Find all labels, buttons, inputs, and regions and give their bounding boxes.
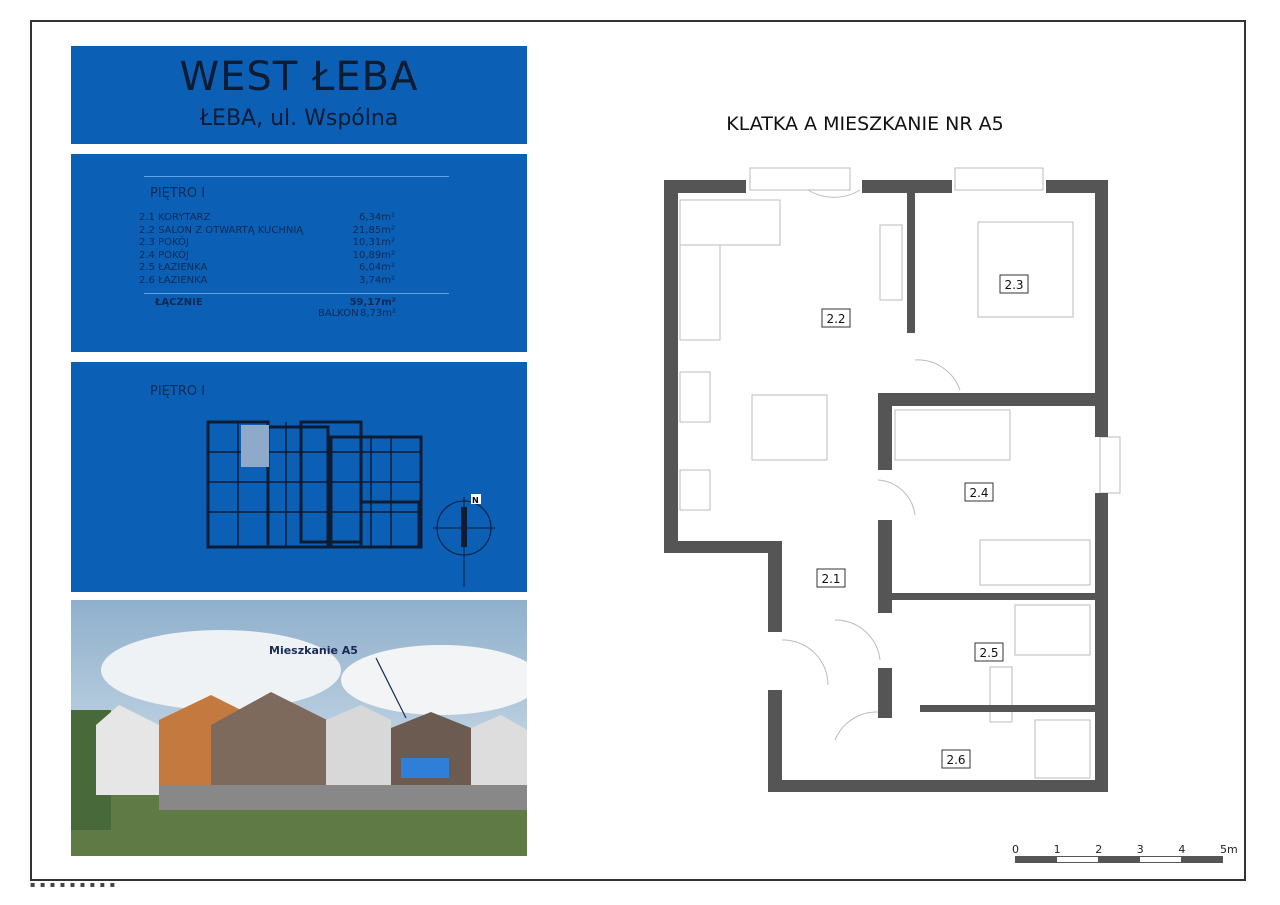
apartment-highlight: [241, 425, 269, 467]
room-name: 2.3 POKÓJ: [139, 237, 189, 248]
scale-tick: 4: [1178, 843, 1186, 856]
project-title-panel: WEST ŁEBA ŁEBA, ul. Wspólna: [71, 46, 527, 144]
project-title: WEST ŁEBA: [179, 54, 419, 100]
total-label: ŁĄCZNIE: [155, 297, 203, 308]
room-area: 10,31m²: [352, 237, 395, 248]
scale-tick: 1: [1053, 843, 1061, 856]
area-table: PIĘTRO I 2.1 KORYTARZ 6,34m² 2.2 SALON Z O…: [71, 154, 527, 352]
total-value: 59,17m²: [349, 297, 396, 308]
area-row: 2.4 POKÓJ 10,89m²: [139, 250, 395, 263]
area-row: 2.2 SALON Z OTWARTĄ KUCHNIĄ 21,85m²: [139, 225, 395, 238]
room-area: 6,34m²: [358, 212, 395, 223]
north-arrow-icon: [433, 494, 495, 587]
balcony-label: BALKON: [318, 308, 359, 319]
keyplan-panel: PIĘTRO I N: [71, 362, 527, 592]
plan-title: KLATKA A MIESZKANIE NR A5: [726, 113, 1004, 135]
scale-tick: 3: [1136, 843, 1144, 856]
room-area: 10,89m²: [352, 249, 395, 261]
area-row: 2.5 ŁAZIENKA 6,04m²: [139, 262, 395, 275]
north-label: N: [472, 496, 479, 505]
area-row: 2.6 ŁAZIENKA 3,74m²: [139, 275, 395, 288]
room-area: 3,74m²: [358, 274, 395, 286]
room-name: 2.4 POKÓJ: [139, 249, 189, 261]
scale-tick: 5m: [1220, 843, 1238, 856]
room-name: 2.1 KORYTARZ: [139, 212, 211, 223]
floor-label: PIĘTRO I: [150, 186, 206, 201]
footer-marks: ▪ ▪ ▪ ▪ ▪ ▪ ▪ ▪ ▪: [30, 880, 117, 889]
keyplan-floor-label: PIĘTRO I: [150, 384, 206, 399]
room-area: 6,04m²: [358, 262, 395, 273]
keyplan-drawing: N: [206, 420, 495, 587]
area-row: 2.3 POKÓJ 10,31m²: [139, 237, 395, 250]
apartment-callout: Mieszkanie A5: [269, 644, 358, 657]
room-name: 2.6 ŁAZIENKA: [139, 274, 208, 286]
project-address: ŁEBA, ul. Wspólna: [199, 106, 399, 131]
balcony-value: 8,73m²: [359, 308, 396, 319]
area-row: 2.1 KORYTARZ 6,34m²: [139, 212, 395, 225]
scale-tick: 2: [1095, 843, 1103, 856]
room-name: 2.2 SALON Z OTWARTĄ KUCHNIĄ: [139, 224, 304, 236]
scale-bar: 0 1 2 3 4 5m: [1012, 843, 1238, 863]
room-area: 21,85m²: [352, 224, 395, 236]
room-name: 2.5 ŁAZIENKA: [139, 262, 208, 273]
scale-tick: 0: [1012, 843, 1019, 856]
building-render: Mieszkanie A5: [71, 600, 527, 856]
page-frame: [30, 20, 1246, 881]
